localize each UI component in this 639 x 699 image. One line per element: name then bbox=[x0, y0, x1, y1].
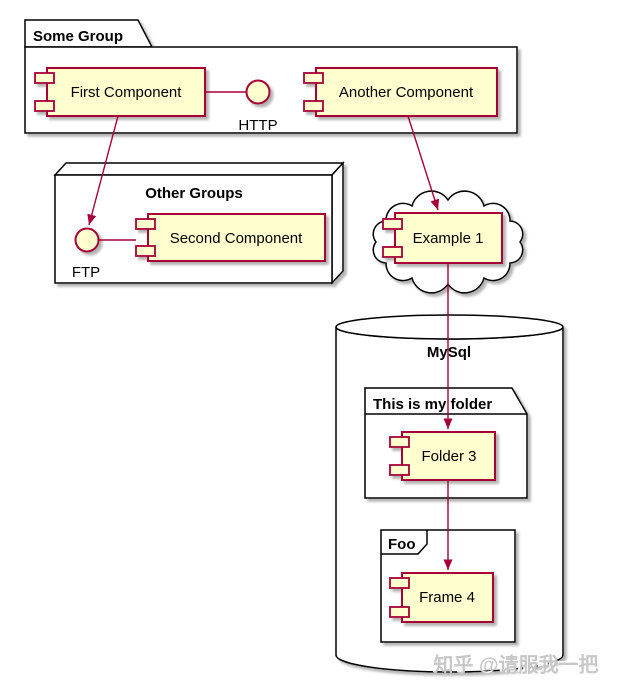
other-groups-title: Other Groups bbox=[145, 185, 243, 202]
folder-title: This is my folder bbox=[373, 396, 492, 413]
component-box bbox=[46, 67, 206, 117]
component-box bbox=[401, 431, 496, 481]
component-frame4 bbox=[389, 572, 494, 623]
another-component-label: Another Component bbox=[339, 84, 474, 101]
component-folder3 bbox=[389, 431, 496, 481]
component-port-bottom bbox=[389, 606, 410, 618]
component-port-bottom bbox=[135, 245, 156, 257]
second-component-label: Second Component bbox=[170, 230, 303, 247]
node-right-face bbox=[331, 161, 344, 285]
component-box bbox=[394, 212, 503, 264]
arrow-another-to-example1 bbox=[407, 115, 440, 211]
component-port-top bbox=[303, 72, 324, 84]
mysql-title: MySql bbox=[427, 344, 471, 361]
ftp-circle bbox=[74, 227, 100, 253]
component-box bbox=[147, 213, 326, 262]
component-second bbox=[135, 213, 326, 262]
component-port-top bbox=[389, 577, 410, 589]
component-port-bottom bbox=[382, 246, 403, 258]
example1-label: Example 1 bbox=[413, 230, 484, 247]
component-example1 bbox=[382, 212, 503, 264]
component-port-top bbox=[135, 218, 156, 230]
interface-ftp bbox=[74, 227, 100, 253]
arrow-first-to-ftp bbox=[87, 115, 119, 226]
ftp-label: FTP bbox=[72, 264, 100, 281]
component-box bbox=[315, 67, 498, 117]
component-port-bottom bbox=[303, 100, 324, 112]
node-top-face bbox=[53, 162, 345, 176]
component-port-bottom bbox=[389, 464, 410, 476]
watermark-highlight: 知乎 @请服我一把 bbox=[432, 651, 597, 675]
first-component-label: First Component bbox=[71, 84, 183, 101]
component-port-top bbox=[389, 436, 410, 448]
http-label: HTTP bbox=[238, 117, 277, 134]
some-group-title: Some Group bbox=[33, 28, 123, 45]
component-first bbox=[34, 67, 206, 117]
frame4-label: Frame 4 bbox=[419, 589, 475, 606]
folder3-label: Folder 3 bbox=[421, 448, 476, 465]
component-another bbox=[303, 67, 498, 117]
foo-title: Foo bbox=[388, 536, 416, 553]
database-top-ellipse bbox=[335, 314, 564, 340]
component-port-top bbox=[382, 218, 403, 230]
arrows bbox=[87, 115, 453, 570]
frame-tab bbox=[381, 530, 428, 555]
watermark: 知乎 @请服我一把 知乎 @请服我一把 bbox=[432, 651, 599, 677]
http-circle bbox=[245, 79, 271, 105]
component-port-bottom bbox=[34, 100, 55, 112]
interface-http bbox=[245, 79, 271, 105]
component-port-top bbox=[34, 72, 55, 84]
watermark-text: 知乎 @请服我一把 bbox=[434, 653, 599, 677]
component-box bbox=[401, 572, 494, 623]
